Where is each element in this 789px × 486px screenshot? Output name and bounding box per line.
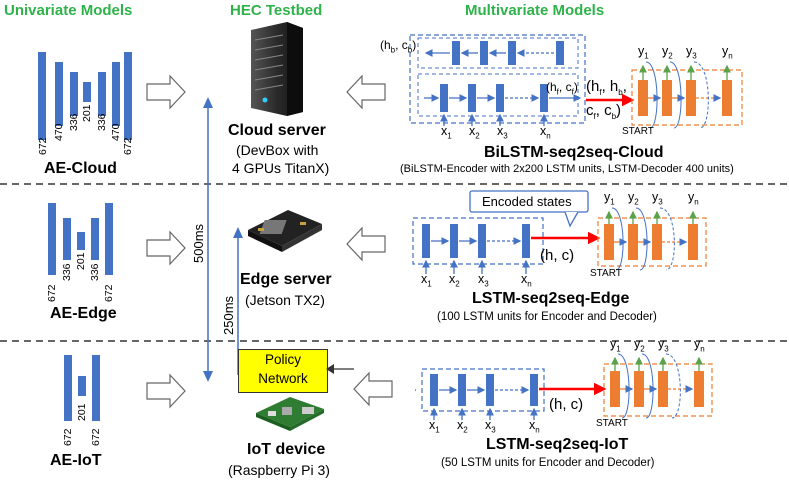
- ae-cloud-layer-bar: [124, 52, 132, 140]
- encoder-iot-box: [421, 368, 545, 412]
- policy-network-box: Policy Network: [238, 349, 328, 393]
- backward-lstm-box: [417, 37, 579, 69]
- cloud-server-title: Cloud server: [228, 122, 326, 139]
- encoder-edge-box: [412, 217, 544, 265]
- cloud-server-desc-1: (DevBox with: [236, 142, 319, 158]
- edge-input-xn: xn: [521, 272, 532, 289]
- iot-output-y1: y1: [610, 337, 621, 354]
- cloud-input-x2: x2: [469, 124, 480, 141]
- ae-cloud-size-4: 201: [81, 104, 93, 122]
- cloud-input-x1: x1: [441, 124, 452, 141]
- edge-input-x1: x1: [421, 272, 432, 289]
- ae-cloud-size-2: 470: [53, 123, 65, 141]
- iot-input-x3: x3: [485, 418, 496, 435]
- hollow-arrow-seq-edge: [346, 226, 386, 262]
- policy-network-line1: Policy: [264, 352, 301, 367]
- edge-output-y2: y2: [628, 190, 639, 207]
- cloud-seq-title: BiLSTM-seq2seq-Cloud: [484, 144, 664, 161]
- ae-cloud-layer-bar: [112, 62, 120, 126]
- cloud-input-x3: x3: [497, 124, 508, 141]
- ae-cloud-size-5: 336: [96, 113, 108, 131]
- iot-device-title: IoT device: [247, 441, 326, 458]
- edge-seq-desc: (100 LSTM units for Encoder and Decoder): [437, 311, 657, 323]
- iot-state-label: (h, c): [549, 396, 584, 413]
- ae-edge-size-5: 672: [103, 284, 115, 302]
- iot-input-x2: x2: [457, 418, 468, 435]
- ae-cloud-layer-bar: [38, 52, 46, 140]
- iot-seq-title: LSTM-seq2seq-IoT: [486, 436, 629, 453]
- iot-seq-desc: (50 LSTM units for Encoder and Decoder): [441, 457, 655, 469]
- edge-seq-title: LSTM-seq2seq-Edge: [472, 290, 630, 307]
- ae-edge-label: AE-Edge: [50, 305, 117, 322]
- ae-cloud-layer-bar: [98, 72, 106, 116]
- ae-iot-size-1: 672: [62, 428, 74, 446]
- iot-output-yn: yn: [694, 337, 705, 354]
- cloud-combined-state: (hf, hb,cf, cb): [586, 78, 627, 121]
- ae-edge-size-1: 672: [46, 284, 58, 302]
- ae-edge-size-3: 201: [75, 252, 87, 270]
- edge-server-desc: (Jetson TX2): [245, 292, 325, 308]
- hollow-arrow-seq-iot: [353, 371, 393, 407]
- cloud-output-y3: y3: [686, 44, 697, 61]
- policy-network-line2: Network: [258, 371, 308, 386]
- cloud-start-label: START: [622, 126, 654, 137]
- decoder-edge-box: [597, 217, 707, 267]
- edge-start-label: START: [590, 268, 622, 279]
- iot-start-label: START: [596, 418, 628, 429]
- ae-cloud-size-6: 470: [110, 123, 122, 141]
- ae-cloud-size-7: 672: [122, 137, 134, 155]
- ae-iot-label: AE-IoT: [50, 452, 102, 469]
- bilstm-encoder-box: [409, 34, 586, 124]
- header-testbed: HEC Testbed: [230, 2, 323, 19]
- header-univariate: Univariate Models: [4, 2, 133, 19]
- hollow-arrow-ae-edge: [146, 230, 186, 266]
- ae-cloud-layer-bar: [55, 62, 63, 126]
- ae-cloud-layer-bar: [83, 82, 91, 102]
- ae-iot-size-3: 672: [90, 428, 102, 446]
- cloud-output-y1: y1: [638, 44, 649, 61]
- cloud-input-xn: xn: [540, 124, 551, 141]
- cloud-server-desc-2: 4 GPUs TitanX): [232, 160, 330, 176]
- cloud-backward-state: (hb, cb): [380, 38, 417, 55]
- cloud-output-yn: yn: [722, 44, 733, 61]
- hollow-arrow-ae-cloud: [146, 74, 186, 110]
- cloud-forward-state: (hf, cf): [546, 80, 578, 97]
- edge-output-y3: y3: [652, 190, 663, 207]
- iot-input-x1: x1: [429, 418, 440, 435]
- decoder-cloud-box: [631, 69, 743, 126]
- edge-state-label: (h, c): [540, 247, 575, 264]
- edge-input-x3: x3: [478, 272, 489, 289]
- ae-cloud-size-1: 672: [37, 137, 49, 155]
- edge-output-y1: y1: [604, 190, 615, 207]
- cloud-output-y2: y2: [662, 44, 673, 61]
- edge-callout-text: Encoded states: [482, 194, 572, 209]
- edge-server-title: Edge server: [240, 271, 332, 288]
- latency-250-label: 250ms: [221, 295, 236, 335]
- ae-cloud-layer-bar: [70, 72, 78, 116]
- hollow-arrow-seq-cloud: [346, 74, 386, 110]
- iot-input-xn: xn: [529, 418, 540, 435]
- header-multivariate: Multivariate Models: [465, 2, 605, 19]
- cloud-server-icon: [251, 22, 303, 116]
- latency-500-label: 500ms: [191, 223, 206, 263]
- iot-device-desc: (Raspberry Pi 3): [228, 462, 330, 478]
- ae-edge-size-4: 336: [89, 263, 101, 281]
- encoded-states-callout-box: [469, 190, 589, 213]
- iot-device-icon: [256, 397, 324, 431]
- hollow-arrow-ae-iot: [146, 373, 186, 409]
- iot-output-y2: y2: [634, 337, 645, 354]
- ae-iot-size-2: 201: [76, 403, 88, 421]
- edge-output-yn: yn: [688, 190, 699, 207]
- edge-server-icon: [248, 210, 322, 252]
- ae-cloud-label: AE-Cloud: [44, 160, 117, 177]
- edge-input-x2: x2: [449, 272, 460, 289]
- iot-output-y3: y3: [658, 337, 669, 354]
- policy-arrow: [326, 364, 354, 374]
- cloud-seq-desc: (BiLSTM-Encoder with 2x200 LSTM units, L…: [400, 163, 734, 175]
- ae-edge-size-2: 336: [61, 263, 73, 281]
- ae-cloud-size-3: 336: [68, 113, 80, 131]
